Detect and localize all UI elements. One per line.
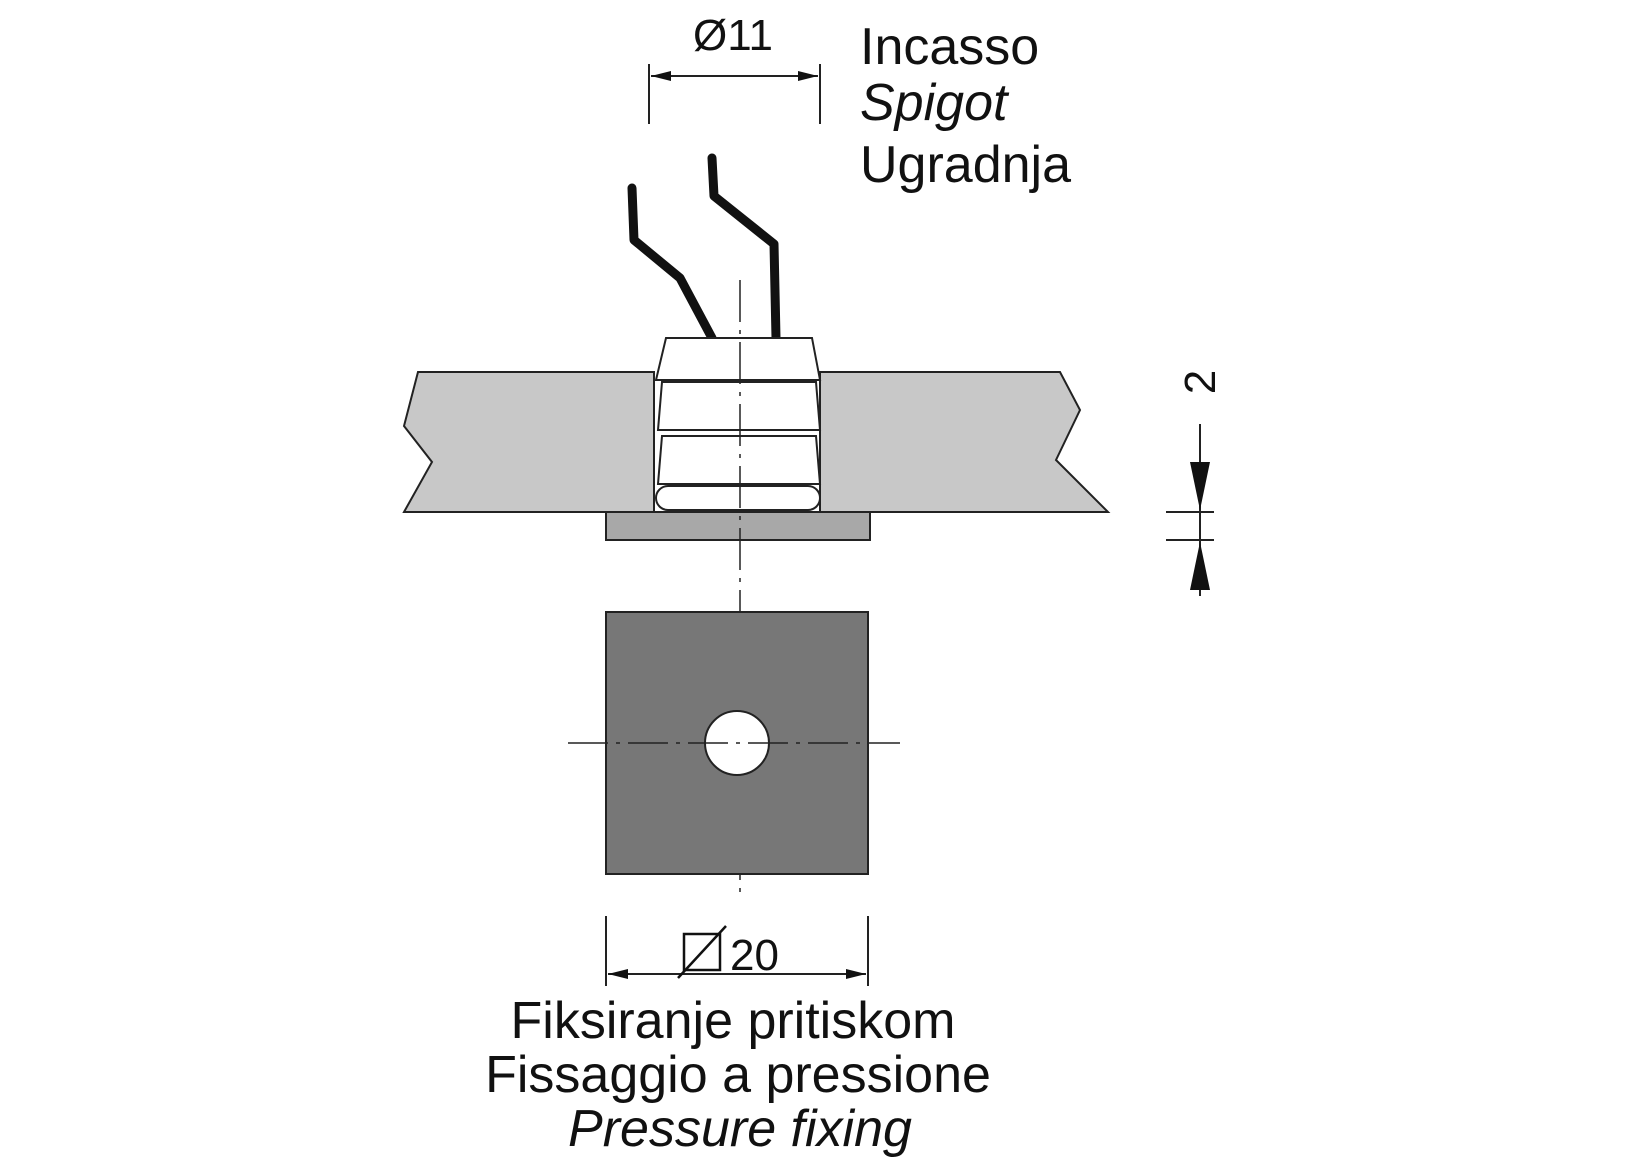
wire-right — [707, 153, 781, 343]
spigot-cap — [654, 337, 822, 381]
spigot-diameter-label: Ø11 — [693, 11, 773, 60]
square-plate-plan — [568, 611, 900, 875]
square-side-label: 20 — [730, 931, 779, 980]
spigot-diameter-dimension: Ø11 — [648, 11, 821, 124]
cable-wires — [627, 153, 781, 343]
spigot-rib-1 — [656, 381, 822, 431]
pressure-label-english: Pressure fixing — [568, 1100, 912, 1158]
wire-left — [627, 183, 717, 343]
square-side-dimension: 20 — [605, 916, 869, 986]
spigot-plug — [654, 337, 822, 511]
thickness-dimension: 2 — [1166, 370, 1225, 596]
panel-right-section — [819, 371, 1111, 513]
spigot-label-english: Spigot — [860, 74, 1010, 132]
spigot-rib-2 — [656, 435, 822, 485]
spigot-label-italian: Incasso — [860, 18, 1039, 76]
pressure-label-italian: Fissaggio a pressione — [485, 1046, 991, 1104]
spigot-labels: Incasso Spigot Ugradnja — [860, 18, 1071, 194]
thickness-label: 2 — [1176, 370, 1225, 394]
panel-left-section — [402, 371, 655, 513]
spigot-base — [655, 485, 821, 511]
square-symbol-icon — [677, 925, 727, 979]
pressure-fixing-labels: Fiksiranje pritiskom Fissaggio a pressio… — [485, 992, 991, 1158]
mounting-panel — [402, 371, 1111, 513]
pressure-label-croatian: Fiksiranje pritiskom — [511, 992, 956, 1050]
cover-plate — [605, 511, 871, 541]
spigot-label-croatian: Ugradnja — [860, 136, 1071, 194]
